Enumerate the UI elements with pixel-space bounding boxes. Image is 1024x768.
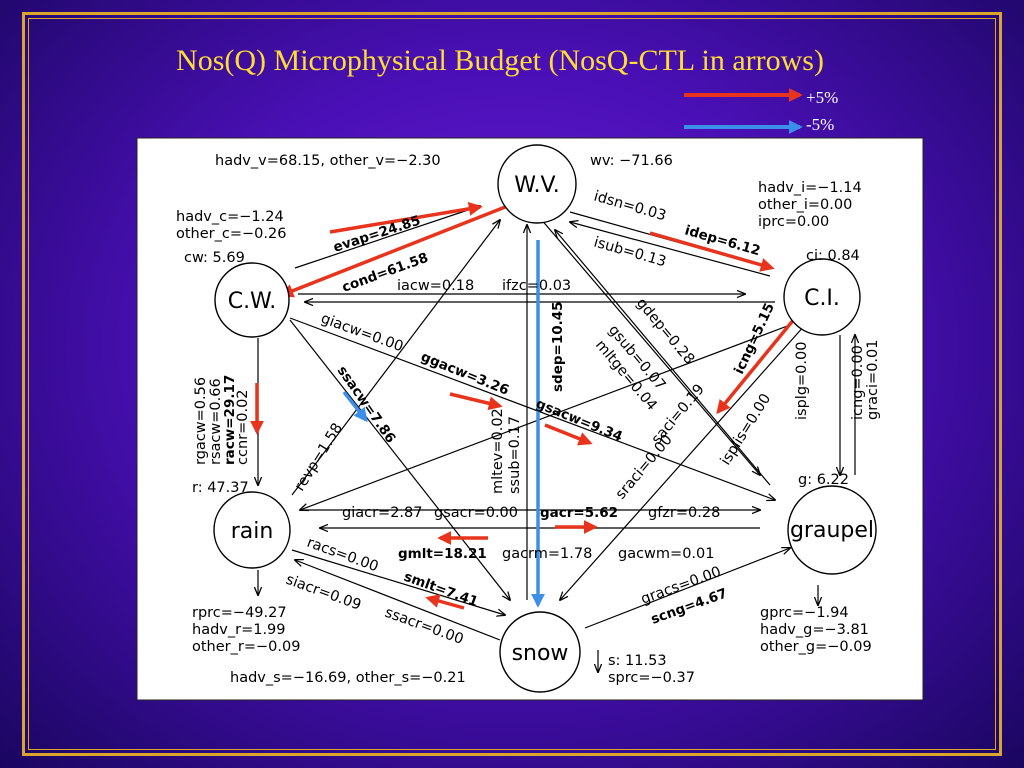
slide-border-inner <box>28 18 996 750</box>
svg-text:sdep=10.45: sdep=10.45 <box>550 301 566 392</box>
svg-text:giacr=2.87: giacr=2.87 <box>342 505 423 521</box>
svg-text:snow: snow <box>512 641 569 666</box>
svg-text:gsacr=0.00: gsacr=0.00 <box>434 505 518 521</box>
node-water-vapor: W.V. <box>497 144 577 224</box>
svg-text:rain: rain <box>231 519 274 544</box>
svg-text:other_i=0.00: other_i=0.00 <box>758 197 852 213</box>
node-rain: rain <box>213 491 291 569</box>
svg-text:other_g=−0.09: other_g=−0.09 <box>760 639 872 655</box>
svg-text:gmlt=18.21: gmlt=18.21 <box>398 546 487 562</box>
svg-text:g: 6.22: g: 6.22 <box>798 472 849 488</box>
svg-text:rsacw=0.66: rsacw=0.66 <box>208 378 224 465</box>
svg-text:hadv_i=−1.14: hadv_i=−1.14 <box>758 180 862 196</box>
slide-border-outer <box>22 12 1002 756</box>
svg-text:gacr=5.62: gacr=5.62 <box>540 505 618 521</box>
svg-text:ssub=0.17: ssub=0.17 <box>507 416 523 494</box>
node-snow: snow <box>499 611 581 693</box>
svg-text:icng=0.00: icng=0.00 <box>850 345 866 420</box>
svg-text:hadv_v=68.15, other_v=−2.30: hadv_v=68.15, other_v=−2.30 <box>215 153 441 169</box>
svg-text:sprc=−0.37: sprc=−0.37 <box>608 670 695 686</box>
svg-text:graci=0.01: graci=0.01 <box>865 340 881 421</box>
svg-text:rgacw=0.56: rgacw=0.56 <box>193 377 209 465</box>
svg-text:gprc=−1.94: gprc=−1.94 <box>760 605 849 621</box>
process-arrows <box>258 206 855 672</box>
svg-text:ccnr=0.02: ccnr=0.02 <box>235 389 251 465</box>
svg-text:r: 47.37: r: 47.37 <box>192 480 249 496</box>
svg-text:C.W.: C.W. <box>228 289 277 314</box>
svg-text:hadv_g=−3.81: hadv_g=−3.81 <box>760 622 869 638</box>
node-graupel: graupel <box>787 485 877 575</box>
svg-text:s: 11.53: s: 11.53 <box>608 653 667 669</box>
svg-text:rprc=−49.27: rprc=−49.27 <box>192 605 287 621</box>
svg-text:C.I.: C.I. <box>804 286 840 311</box>
svg-text:isplg=0.00: isplg=0.00 <box>794 342 810 420</box>
svg-text:iprc=0.00: iprc=0.00 <box>758 214 829 230</box>
legend-plus-label: +5% <box>806 88 839 107</box>
svg-text:gacrm=1.78: gacrm=1.78 <box>502 546 592 562</box>
node-cloud-water: C.W. <box>214 262 290 338</box>
svg-text:hadv_r=1.99: hadv_r=1.99 <box>192 622 286 638</box>
svg-text:wv: −71.66: wv: −71.66 <box>590 153 673 169</box>
budget-labels: hadv_v=68.15, other_v=−2.30 wv: −71.66 h… <box>176 153 872 686</box>
svg-text:ci: 0.84: ci: 0.84 <box>806 248 860 264</box>
svg-text:ifzc=0.03: ifzc=0.03 <box>502 278 571 294</box>
legend-minus-label: -5% <box>806 115 835 134</box>
svg-text:mltev=0.02: mltev=0.02 <box>490 408 506 494</box>
slide-title: Nos(Q) Microphysical Budget (NosQ-CTL in… <box>176 44 824 77</box>
svg-text:other_r=−0.09: other_r=−0.09 <box>192 639 300 655</box>
svg-text:gacwm=0.01: gacwm=0.01 <box>618 546 714 562</box>
svg-text:hadv_s=−16.69, other_s=−0.21: hadv_s=−16.69, other_s=−0.21 <box>230 670 466 686</box>
svg-text:cw: 5.69: cw: 5.69 <box>184 250 245 266</box>
svg-text:other_c=−0.26: other_c=−0.26 <box>176 226 286 242</box>
svg-text:graupel: graupel <box>790 518 874 543</box>
svg-text:hadv_c=−1.24: hadv_c=−1.24 <box>176 209 284 225</box>
change-arrows <box>250 196 797 610</box>
node-cloud-ice: C.I. <box>783 258 861 336</box>
svg-text:iacw=0.18: iacw=0.18 <box>397 278 474 294</box>
svg-text:W.V.: W.V. <box>514 173 559 198</box>
svg-text:racw=29.17: racw=29.17 <box>222 375 238 465</box>
svg-text:gfzr=0.28: gfzr=0.28 <box>648 505 720 521</box>
